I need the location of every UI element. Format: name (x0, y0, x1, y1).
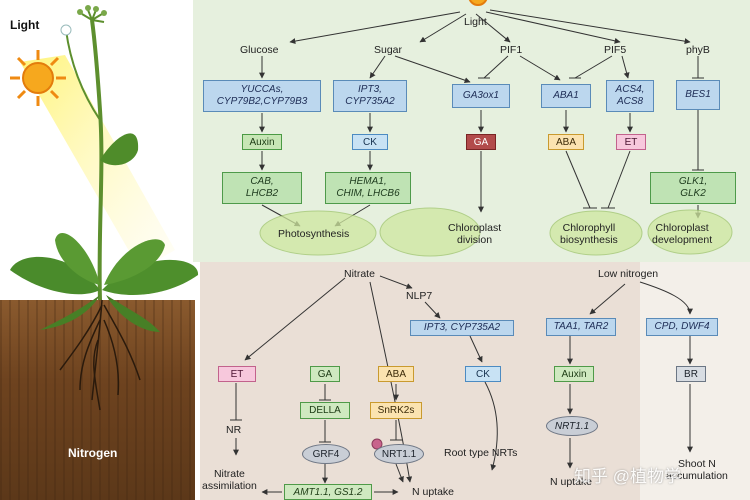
ipt3-top-box: IPT3, CYP735A2 (333, 80, 407, 112)
top-light-label: Light (464, 16, 487, 28)
top-sun-icon (468, 0, 488, 6)
ga-bottom: GA (310, 366, 340, 382)
n-uptake-right-label: N uptake (550, 476, 593, 488)
cpd-box: CPD, DWF4 (646, 318, 718, 336)
shoot-n-label: Shoot N accumulation (666, 458, 728, 482)
sugar-label: Sugar (374, 44, 403, 56)
auxin-bottom: Auxin (554, 366, 594, 382)
chloroplast-division-label: Chloroplast division (448, 222, 502, 246)
aba-bottom: ABA (378, 366, 414, 382)
amt-box: AMT1.1, GS1.2 (284, 484, 372, 500)
light-label: Light (10, 18, 40, 32)
ck-top: CK (352, 134, 388, 150)
light-beam (20, 55, 175, 270)
n-uptake-label: N uptake (412, 486, 455, 498)
ipt3-bottom-box: IPT3, CYP735A2 (410, 320, 514, 336)
snrk2s-box: SnRK2s (370, 402, 422, 419)
cab-box: CAB, LHCB2 (222, 172, 302, 204)
photosynthesis-label: Photosynthesis (278, 228, 350, 240)
acs-box: ACS4, ACS8 (606, 80, 654, 112)
hema-box: HEMA1, CHIM, LHCB6 (325, 172, 411, 204)
watermark: 知乎 @植物学 (574, 467, 681, 486)
nitrate-label: Nitrate (344, 268, 375, 280)
nitrate-assimilation-label: Nitrate assimilation (202, 468, 257, 492)
soil (0, 300, 195, 500)
yuccas-box: YUCCAs, CYP79B2,CYP79B3 (203, 80, 321, 112)
et-top: ET (616, 134, 646, 150)
nitrogen-label: Nitrogen (68, 446, 118, 460)
phyb-label: phyB (686, 44, 710, 56)
grf4-oval: GRF4 (302, 444, 350, 464)
nr-label: NR (226, 424, 242, 436)
pif5-label: PIF5 (604, 44, 627, 56)
nrt11-oval: NRT1.1 (374, 444, 424, 464)
nlp7-label: NLP7 (406, 290, 433, 302)
br-box: BR (676, 366, 706, 382)
plant-illustration (10, 5, 199, 411)
aba1-box: ABA1 (541, 84, 591, 108)
low-nitrogen-label: Low nitrogen (598, 268, 659, 280)
et-bottom: ET (218, 366, 256, 382)
ga3ox1-box: GA3ox1 (452, 84, 510, 108)
glucose-label: Glucose (240, 44, 279, 56)
taa1-box: TAA1, TAR2 (546, 318, 616, 336)
ga-top: GA (466, 134, 496, 150)
root-type-label: Root type NRTs (444, 447, 518, 459)
ck-bottom: CK (465, 366, 501, 382)
bes1-box: BES1 (676, 80, 720, 110)
chloroplast-development-label: Chloroplast development (652, 222, 713, 246)
sun-icon (10, 50, 66, 106)
soil-texture (0, 300, 195, 500)
della-box: DELLA (300, 402, 350, 419)
chlorophyll-label: Chlorophyll biosynthesis (560, 222, 618, 246)
nrt11-right-oval: NRT1.1 (546, 416, 598, 436)
pif1-label: PIF1 (500, 44, 523, 56)
glk-box: GLK1, GLK2 (650, 172, 736, 204)
aba-top: ABA (548, 134, 584, 150)
auxin-top: Auxin (242, 134, 282, 150)
